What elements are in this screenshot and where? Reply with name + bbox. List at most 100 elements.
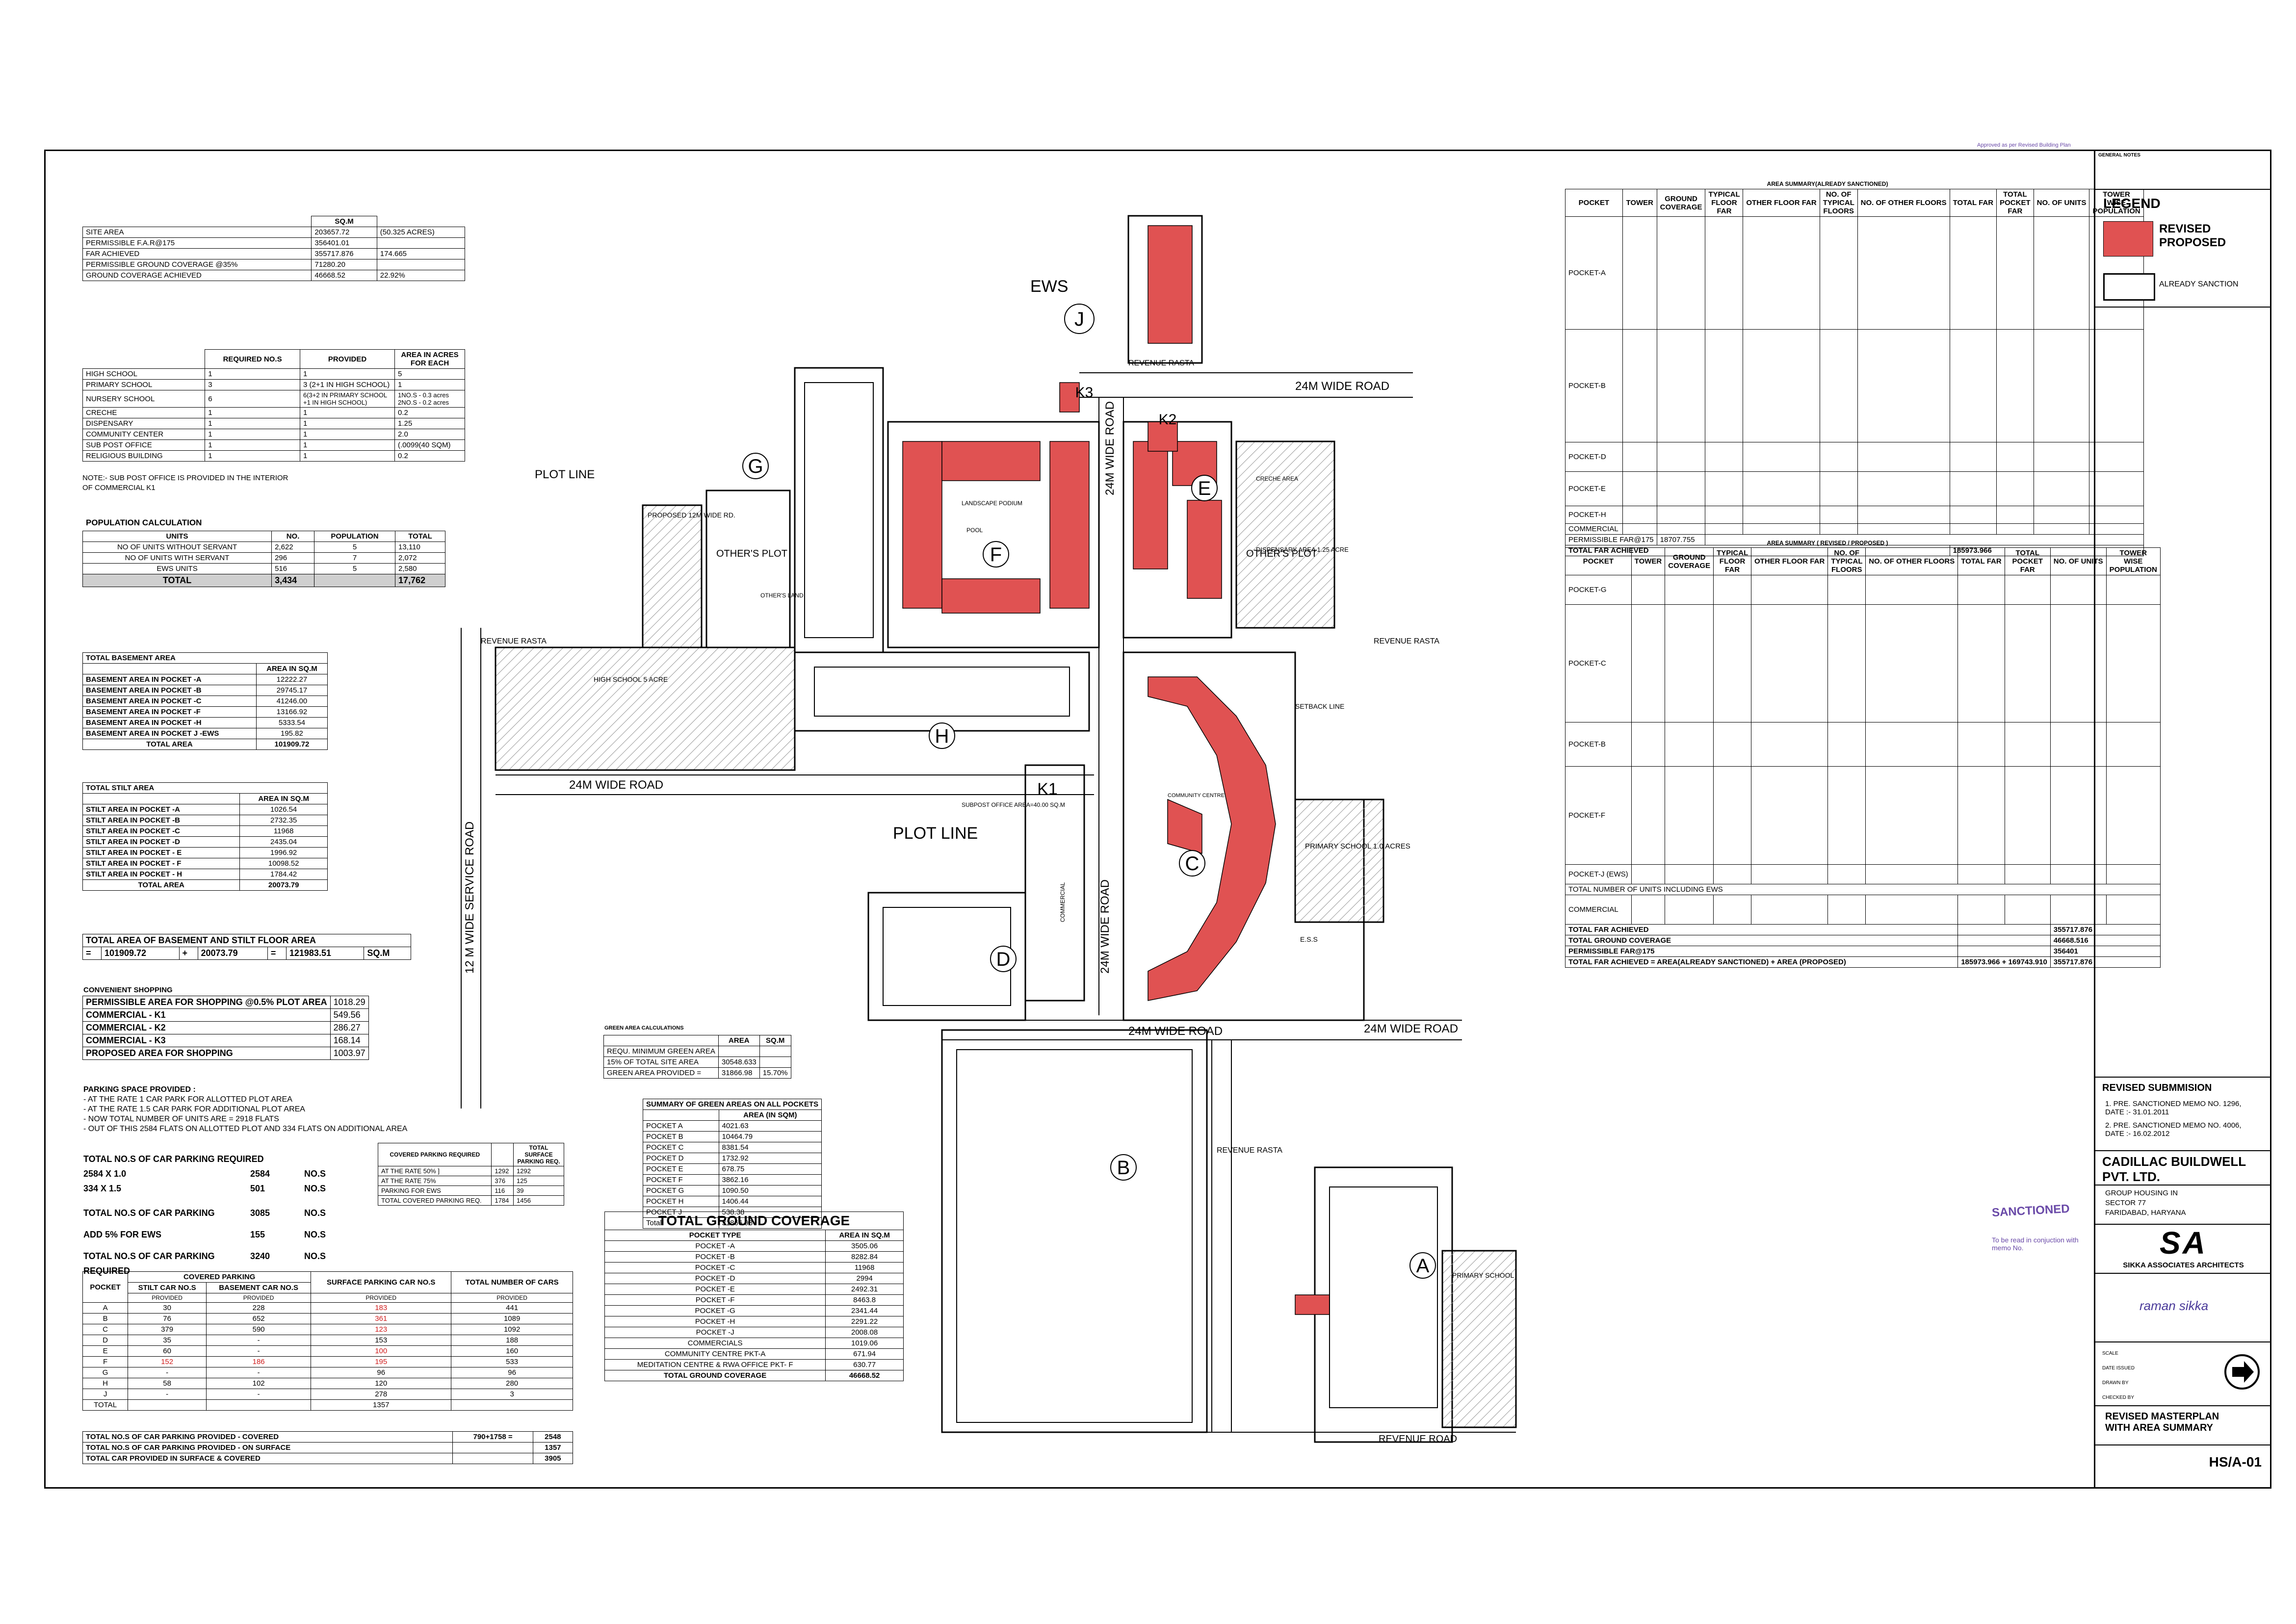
revised-summary-title: AREA SUMMARY ( REVISED / PROPOSED ) [1767, 540, 1888, 546]
pocket-g-towers [804, 382, 874, 638]
north-arrow-icon [2224, 1354, 2260, 1390]
pocket-f-tower-east [1049, 441, 1090, 609]
road-label: REVENUE RASTA [1374, 637, 1439, 645]
revision-block: REVISED SUBMMISION 1. PRE. SANCTIONED ME… [2095, 1077, 2271, 1150]
area-label: LANDSCAPE PODIUM [962, 500, 1022, 507]
road-label: REVENUE RASTA [1128, 359, 1194, 367]
stilt-table: TOTAL STILT AREA AREA IN SQ.M STILT AREA… [82, 782, 328, 891]
legend: LEGEND REVISED PROPOSED ALREADY SANCTION [2095, 189, 2271, 307]
area-label: SETBACK LINE [1295, 702, 1344, 710]
signature-area [2095, 307, 2271, 1077]
drawing-title-block: REVISED MASTERPLAN WITH AREA SUMMARY [2095, 1405, 2271, 1444]
table-row: TOTAL NO.S OF CAR PARKING PROVIDED - ON … [82, 1442, 574, 1453]
green-area-title: GREEN AREA CALCULATIONS [604, 1025, 684, 1031]
pocket-label: K2 [1159, 412, 1177, 428]
road-label: 24M WIDE ROAD [1295, 380, 1389, 393]
pocket-label: K1 [1037, 780, 1058, 799]
road-label: 12 M WIDE SERVICE ROAD [463, 822, 476, 974]
community-centre [1167, 799, 1202, 854]
pocket-d-towers [883, 907, 1011, 1006]
road-label: REVENUE RASTA [481, 637, 547, 645]
ews-block [1148, 225, 1193, 344]
road-label: 24M WIDE ROAD [1098, 879, 1112, 974]
general-notes: GENERAL NOTES [2098, 153, 2140, 158]
area-label: DISPENSARY AREA 1.25 ACRE [1256, 546, 1349, 553]
basement-table: TOTAL BASEMENT AREA AREA IN SQ.M BASEMEN… [82, 652, 328, 750]
legend-revised-swatch [2103, 221, 2153, 257]
approval-stamp: Approved as per Revised Building Plan [1977, 142, 2071, 148]
shopping-title: CONVENIENT SHOPPING [83, 986, 173, 994]
pocket-k1-boundary [1024, 764, 1085, 1002]
pocket-k3-block [1059, 382, 1080, 412]
area-label: COMMERCIAL [1059, 882, 1066, 922]
pocket-label: C [1185, 853, 1200, 875]
pocket-label: D [996, 949, 1011, 970]
high-school-area [495, 646, 796, 771]
pocket-label: F [990, 544, 1002, 566]
pocket-label: A [1416, 1255, 1430, 1277]
basement-stilt-table: TOTAL AREA OF BASEMENT AND STILT FLOOR A… [82, 934, 411, 960]
site-plan: G F J E H C D B A K1 K2 K3 24M WIDE ROAD… [461, 215, 1517, 1444]
sub-post-office-note: NOTE:- SUB POST OFFICE IS PROVIDED IN TH… [82, 474, 288, 492]
area-label: SUBPOST OFFICE AREA=40.00 SQ.M [962, 801, 1065, 808]
area-label: PLOT LINE [893, 824, 978, 843]
title-block: GENERAL NOTES LEGEND REVISED PROPOSED AL… [2094, 150, 2271, 1489]
stilt-title: TOTAL STILT AREA [82, 782, 328, 794]
pocket-a-towers [1329, 1186, 1438, 1408]
signatory-block: raman sikka [2095, 1273, 2271, 1341]
road-label: 24M WIDE ROAD [569, 778, 663, 792]
road-label: 24M WIDE ROAD [1103, 401, 1117, 495]
pocket-label: J [1074, 309, 1084, 330]
architect-logo: SA [2160, 1225, 2207, 1261]
pocket-f-tower-west [902, 441, 942, 609]
area-label: OTHER'S PLOT [716, 548, 787, 559]
area-label: PROPOSED 12M WIDE RD. [648, 511, 735, 519]
proposed-12m-road [642, 504, 703, 648]
pocket-f-tower-south [941, 578, 1041, 614]
ground-coverage-title: TOTAL GROUND COVERAGE [604, 1212, 904, 1230]
area-label: OTHER'S LAND [760, 592, 804, 599]
pocket-c-towers [1148, 676, 1276, 1001]
area-label: PRIMARY SCHOOL 1.0 ACRES [1305, 842, 1410, 851]
primary-school-lower [1441, 1250, 1517, 1428]
pocket-j-boundary [1127, 215, 1203, 364]
